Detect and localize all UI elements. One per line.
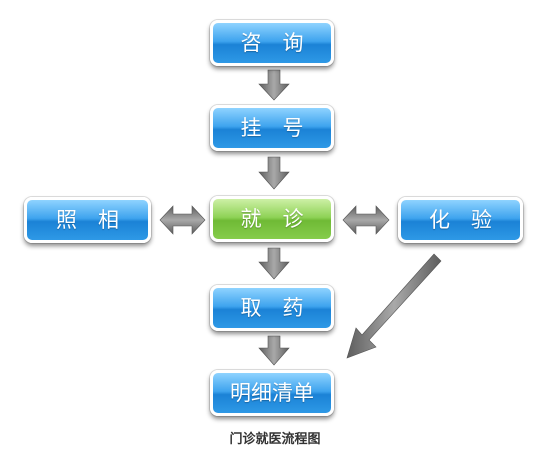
node-lab-test: 化 验 [398, 197, 523, 243]
node-registration: 挂 号 [210, 105, 334, 151]
node-pharmacy: 取 药 [210, 285, 334, 331]
arrow-down-3 [258, 247, 290, 280]
double-arrow-right [342, 205, 390, 235]
diagram-caption: 门诊就医流程图 [229, 432, 321, 447]
arrow-down-1 [258, 69, 290, 101]
node-consultation: 咨 询 [210, 20, 334, 66]
node-diagnosis: 就 诊 [210, 196, 334, 242]
node-imaging: 照 相 [24, 197, 151, 243]
double-arrow-left [159, 205, 206, 235]
arrow-down-2 [258, 156, 290, 190]
arrow-down-4 [258, 335, 290, 366]
diagonal-arrow [346, 253, 442, 359]
node-itemized-bill: 明细清单 [210, 370, 334, 416]
